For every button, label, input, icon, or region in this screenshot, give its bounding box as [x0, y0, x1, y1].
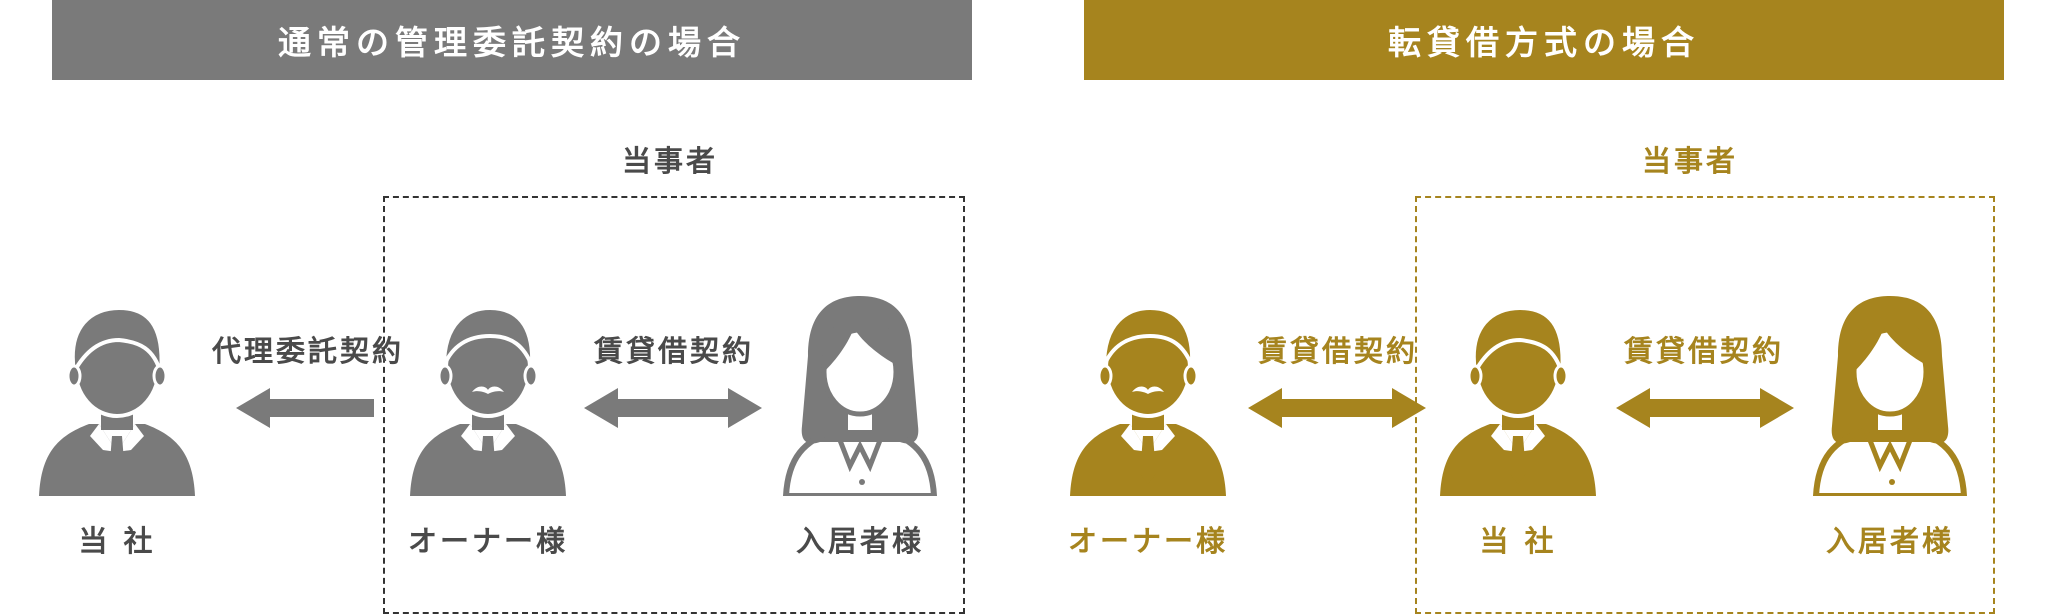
man-icon	[37, 296, 197, 496]
person-label-owner-right: オーナー様	[1067, 524, 1229, 558]
arrow-left-icon	[236, 388, 374, 428]
mustache-man-icon	[1068, 296, 1228, 496]
person-label-company-right: 当 社	[1479, 524, 1557, 558]
left-title: 通常の管理委託契約の場合	[278, 23, 746, 62]
mustache-man-icon	[408, 296, 568, 496]
left-party-box	[383, 196, 965, 614]
double-arrow-icon	[1248, 388, 1426, 428]
left-title-banner: 通常の管理委託契約の場合	[52, 0, 972, 80]
woman-icon	[780, 296, 940, 496]
right-group-label: 当事者	[1641, 144, 1739, 178]
relation-label-lease-1: 賃貸借契約	[1257, 334, 1419, 368]
double-arrow-icon	[584, 388, 762, 428]
left-group-label: 当事者	[621, 144, 719, 178]
person-label-owner: オーナー様	[407, 524, 569, 558]
right-title-banner: 転貸借方式の場合	[1084, 0, 2004, 80]
woman-icon	[1810, 296, 1970, 496]
double-arrow-icon	[1616, 388, 1794, 428]
relation-label-lease: 賃貸借契約	[593, 334, 755, 368]
man-icon	[1438, 296, 1598, 496]
right-title: 転貸借方式の場合	[1388, 23, 1700, 62]
person-label-tenant-right: 入居者様	[1825, 524, 1955, 558]
relation-label-agency: 代理委託契約	[211, 334, 405, 368]
relation-label-lease-2: 賃貸借契約	[1623, 334, 1785, 368]
person-label-tenant: 入居者様	[795, 524, 925, 558]
person-label-company: 当 社	[78, 524, 156, 558]
